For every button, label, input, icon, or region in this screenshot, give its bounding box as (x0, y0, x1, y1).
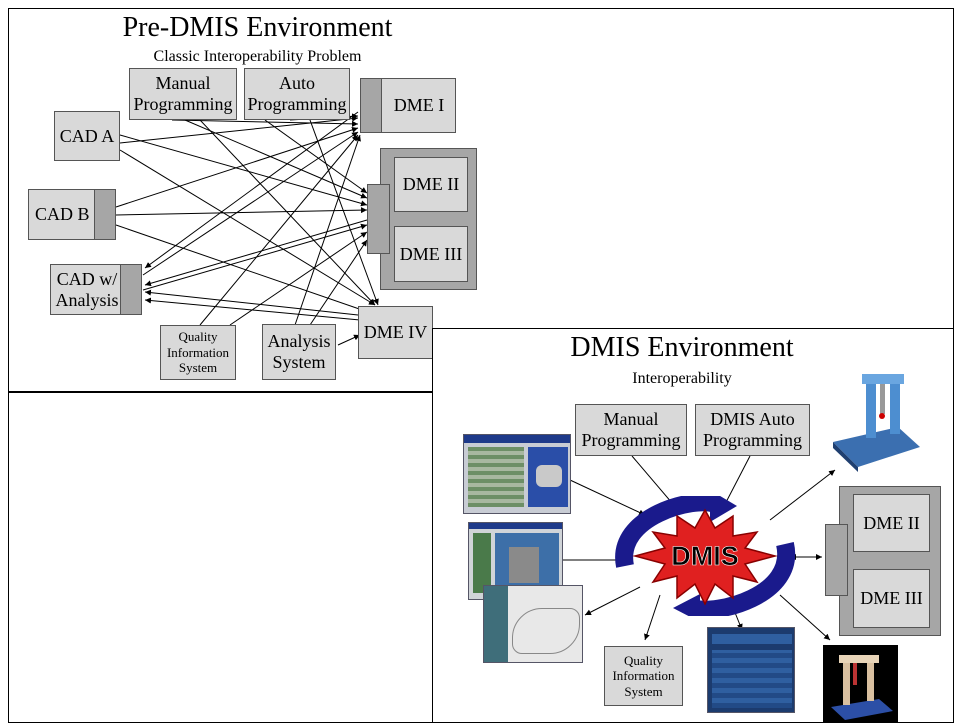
dmis-subtitle: Interoperability (632, 370, 732, 387)
cad-analysis-label: CAD w/ Analysis (55, 268, 119, 310)
cmm-machine-small-icon (823, 645, 898, 722)
hub-label: DMIS (671, 541, 739, 571)
pre-dmis-title: Pre-DMIS Environment (122, 12, 393, 43)
dme2-box: DME II (394, 157, 468, 212)
line-manual-dme1 (171, 119, 359, 127)
line-dme23-cadw (144, 219, 368, 287)
line-analysis-dme1 (294, 134, 361, 326)
quality-info-box: Quality Information System (160, 325, 236, 380)
dmis-dme2-box: DME II (853, 494, 930, 552)
analysis-system-box: Analysis System (262, 324, 336, 380)
line-cada-dme23 (119, 134, 368, 207)
dmis-manual-box: Manual Programming (575, 404, 687, 456)
line-dme4-cadw (144, 297, 361, 321)
line-cada-dme1 (119, 115, 359, 144)
dmis-line-cmm-big (769, 469, 836, 521)
dme2-dme3-tab (367, 184, 390, 254)
ring-arrowhead-bottom (673, 594, 700, 616)
line-cada-dme4 (119, 149, 376, 306)
line-quality-dme1 (199, 134, 359, 326)
line-dme1-cadw (144, 111, 359, 269)
dme3-box: DME III (394, 226, 468, 282)
line-cadb-dme23 (115, 207, 368, 216)
software-screenshot-3 (483, 585, 583, 663)
dmis-line-quality (644, 594, 661, 641)
dmis-star-burst (632, 508, 778, 606)
dme1-label: DME I (393, 95, 445, 116)
manual-programming-box: Manual Programming (129, 68, 237, 120)
dmis-title: DMIS Environment (570, 332, 794, 363)
auto-programming-box: Auto Programming (244, 68, 350, 120)
dmis-line-cmm-small (779, 594, 831, 641)
cad-a-box: CAD A (54, 111, 120, 161)
line-cadw-dme23 (142, 223, 368, 291)
bottom-left-empty-panel (8, 391, 433, 723)
line-cadw-dme1 (142, 131, 359, 276)
dmis-auto-box: DMIS Auto Programming (695, 404, 810, 456)
line-manual-dme4 (199, 119, 376, 306)
ring-arrowhead-top (710, 496, 737, 522)
dmis-quality-box: Quality Information System (604, 646, 683, 706)
line-quality-dme23 (229, 231, 368, 326)
pre-dmis-subtitle: Classic Interoperability Problem (153, 48, 362, 65)
ring-arc-bottom (690, 541, 796, 616)
line-manual-dme23 (184, 119, 368, 199)
line-dme4-cadw-2 (144, 289, 359, 316)
ring-arc-top (615, 496, 719, 568)
software-screenshot-1 (463, 434, 571, 514)
dmis-hub: DMIS (615, 496, 796, 616)
line-auto-dme23 (264, 119, 368, 194)
top-right-empty-panel (530, 8, 954, 329)
line-auto-dme4 (309, 119, 379, 306)
dmis-line-software1 (569, 479, 646, 516)
software-screenshot-4 (707, 627, 795, 713)
line-cadb-dme4 (115, 224, 369, 313)
dmis-dme-tab (825, 524, 848, 596)
line-analysis-dme4 (337, 334, 361, 346)
cad-analysis-tab (120, 264, 142, 315)
dme1-tab (360, 78, 382, 133)
cad-b-label: CAD B (35, 204, 90, 225)
cad-b-tab (94, 189, 116, 240)
cmm-machine-large-icon (833, 374, 920, 472)
dmis-dme3-box: DME III (853, 569, 930, 628)
dmis-line-software3 (584, 586, 641, 616)
dme4-box: DME IV (358, 306, 433, 359)
